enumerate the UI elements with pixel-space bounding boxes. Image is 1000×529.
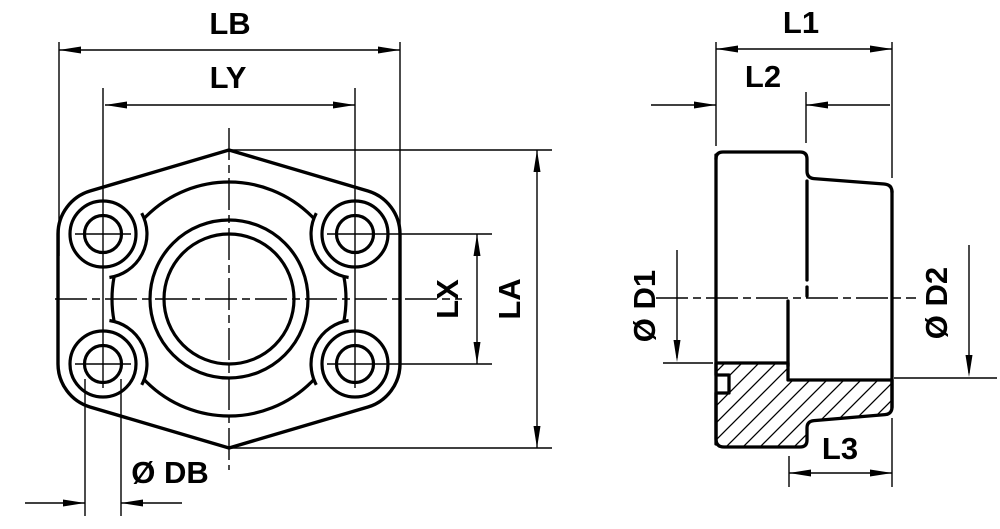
dim-arrowhead — [694, 101, 716, 109]
l1-extension-line — [715, 42, 893, 178]
dim-db: Ø DB — [25, 455, 209, 507]
neck-outline — [714, 150, 894, 194]
dim-label-l2: L2 — [745, 59, 781, 94]
bolt-wrap-arc — [309, 318, 349, 386]
dim-arrowhead — [473, 234, 481, 256]
dim-label-l1: L1 — [783, 5, 819, 40]
dim-arrowhead — [870, 45, 892, 53]
dim-label-db: Ø DB — [131, 455, 209, 490]
dim-l3: L3 — [788, 418, 893, 487]
side-view: L1 L2 L3 Ø D1 Ø D2 — [627, 5, 997, 487]
dim-label-d2: Ø D2 — [919, 267, 954, 339]
dim-arrowhead — [473, 342, 481, 364]
dim-label-l3: L3 — [822, 431, 858, 466]
dim-lb: LB — [59, 6, 400, 54]
dim-d1: Ø D1 — [627, 250, 713, 364]
dim-lx: LX — [430, 234, 481, 364]
dim-label-lx: LX — [430, 279, 465, 319]
dim-arrowhead — [533, 426, 541, 448]
dim-arrowhead — [333, 101, 355, 109]
bolt-wrap-arc — [109, 212, 149, 280]
dim-la: LA — [492, 150, 541, 448]
dim-arrowhead — [673, 340, 681, 362]
dim-arrowhead — [806, 101, 828, 109]
db-extension-line — [84, 379, 122, 516]
dim-label-ly: LY — [210, 60, 247, 95]
dim-arrowhead — [533, 150, 541, 172]
dim-arrowhead — [870, 469, 892, 477]
bolt-crosshair — [75, 233, 131, 365]
bolt-wrap-arc — [109, 318, 149, 386]
dim-ly: LY — [105, 60, 355, 109]
dim-arrowhead — [63, 499, 85, 507]
dim-arrowhead — [789, 469, 811, 477]
dim-label-la: LA — [492, 278, 527, 319]
dim-label-lb: LB — [209, 6, 250, 41]
dim-arrowhead — [59, 46, 81, 54]
dim-arrowhead — [105, 101, 127, 109]
dim-arrowhead — [378, 46, 400, 54]
l3-extension-line — [788, 418, 893, 487]
dim-label-d1: Ø D1 — [627, 270, 662, 342]
dim-arrowhead — [965, 355, 973, 377]
lx-extension-line — [327, 233, 492, 365]
dim-l2: L2 — [651, 59, 890, 143]
dim-arrowhead — [121, 499, 143, 507]
lb-extension-line — [58, 42, 401, 256]
la-extension-line — [229, 149, 552, 449]
dim-arrowhead — [716, 45, 738, 53]
bolt-wrap-arc — [309, 212, 349, 280]
cross-section — [714, 361, 894, 449]
dim-d2: Ø D2 — [894, 245, 997, 379]
front-view: LB LY LX LA Ø DB — [25, 6, 552, 516]
dim-l1: L1 — [715, 5, 893, 178]
